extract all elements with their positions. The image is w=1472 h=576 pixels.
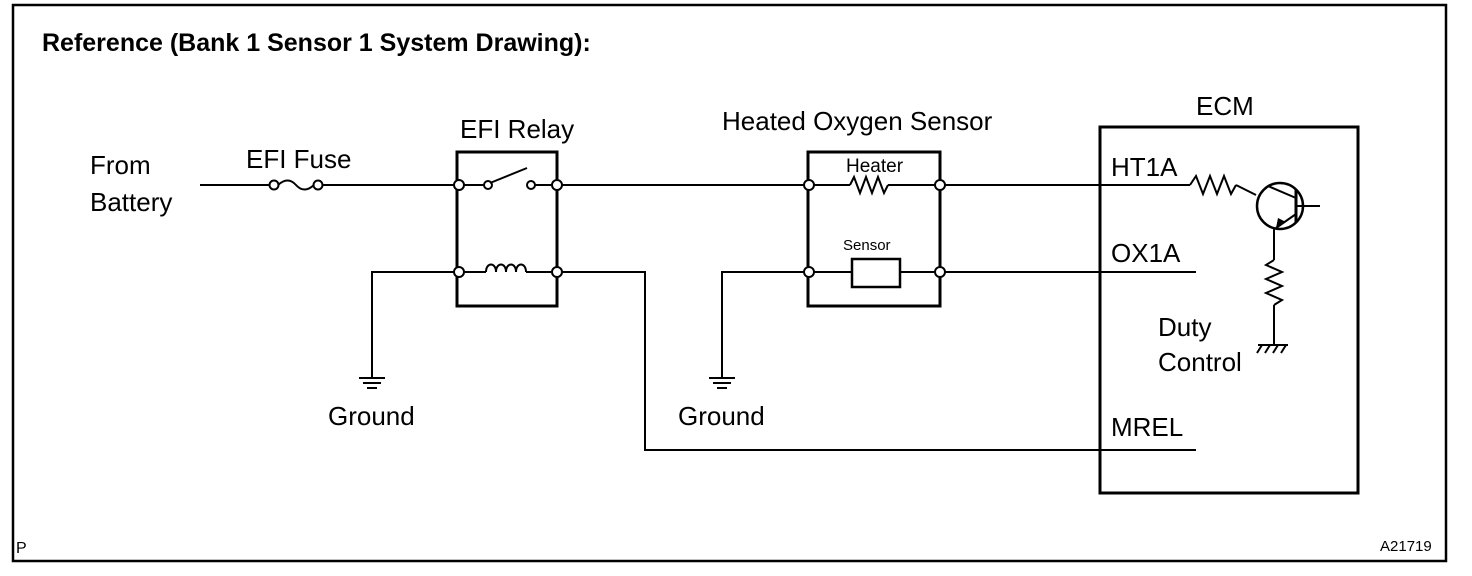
duty-control-label-line1: Duty [1158,312,1211,342]
ecm-box [1098,125,1360,495]
ground-mid-label: Ground [678,401,765,431]
transistor-icon [1235,181,1320,231]
sensor-ground-wire [721,271,804,378]
outer-frame [11,3,1448,563]
relay-ground-wire [371,271,454,378]
ecm-label: ECM [1196,91,1254,121]
ground-icon [359,377,385,389]
resistor-icon [1189,173,1237,197]
sensor-element-icon [803,257,946,289]
resistor-icon [803,174,946,196]
figure-code-label: A21719 [1380,538,1432,555]
fuse-icon [268,179,324,191]
duty-control-label-line2: Control [1158,347,1242,377]
heated-oxygen-sensor-label: Heated Oxygen Sensor [722,106,993,136]
heater-label: Heater [846,156,904,177]
page-title: Reference (Bank 1 Sensor 1 System Drawin… [42,29,591,57]
efi-relay-label: EFI Relay [460,114,574,144]
oxygen-sensor-box [806,150,942,308]
ground-icon [1256,344,1288,354]
from-battery-label-line2: Battery [90,187,172,217]
from-battery-label-line1: From [90,150,151,180]
mrel-wire [562,271,1196,451]
resistor-icon [1263,228,1285,345]
ground-icon [709,377,735,389]
mrel-label: MREL [1111,412,1183,442]
ht1a-label: HT1A [1111,152,1178,182]
sensor-label: Sensor [843,237,891,254]
efi-relay-box [455,150,559,308]
corner-p-label: P [16,540,27,557]
efi-fuse-label: EFI Fuse [246,144,351,174]
relay-switch-icon [453,167,563,191]
ground-left-label: Ground [328,401,415,431]
relay-coil-icon [453,263,563,278]
ox1a-label: OX1A [1111,238,1181,268]
